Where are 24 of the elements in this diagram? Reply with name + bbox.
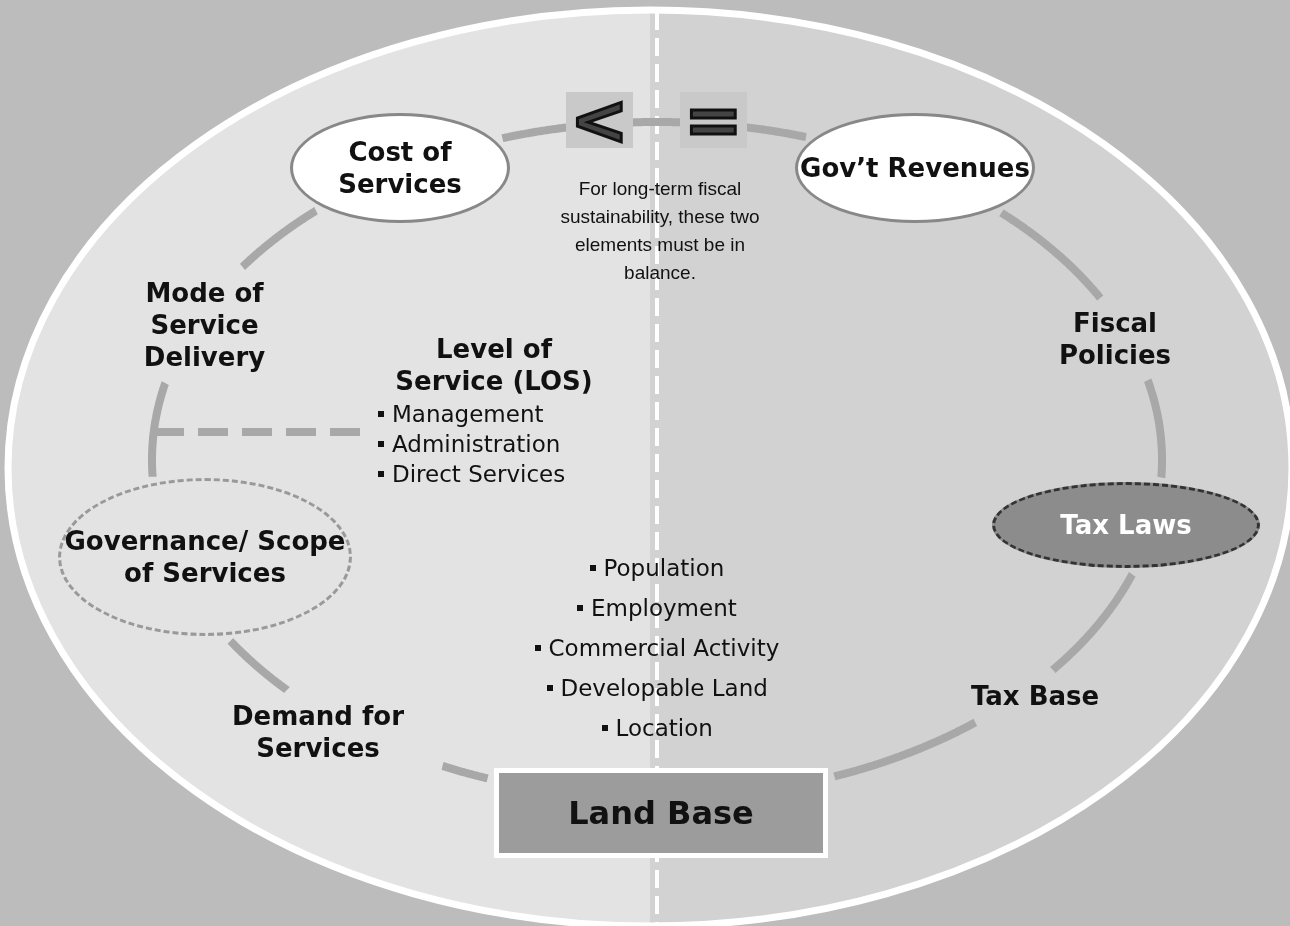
ring-segment: [226, 637, 291, 694]
list-item: Commercial Activity: [534, 633, 780, 663]
ring-segment: [439, 762, 491, 783]
note-text: For long-term fiscal sustainability, these two elements must be in balance.: [559, 177, 761, 285]
ring-label: Mode of Service Delivery: [122, 273, 287, 377]
dashed-ellipse-node: Governance/ Scope of Services: [58, 478, 352, 636]
heading-text: Level of Service (LOS): [394, 333, 594, 397]
ring-segment: [1049, 570, 1136, 674]
list-item: Management: [378, 399, 544, 429]
list-item: Developable Land: [546, 673, 768, 703]
process-box: Land Base: [494, 768, 828, 858]
list-item: Employment: [577, 593, 737, 623]
ring-segment: [998, 209, 1104, 302]
ring-segment: [831, 718, 979, 781]
list-item: Population: [589, 553, 725, 583]
ring-label: Tax Base: [955, 676, 1115, 716]
list-item: Location: [601, 713, 713, 743]
ring-label: Demand for Services: [200, 696, 436, 768]
ring-segment: [1143, 376, 1166, 481]
equals-symbol: =: [680, 92, 747, 148]
less-than-symbol: <: [566, 92, 633, 148]
ring-label: Fiscal Policies: [1040, 304, 1190, 374]
list-item: Direct Services: [378, 459, 566, 489]
list-item: Administration: [378, 429, 561, 459]
